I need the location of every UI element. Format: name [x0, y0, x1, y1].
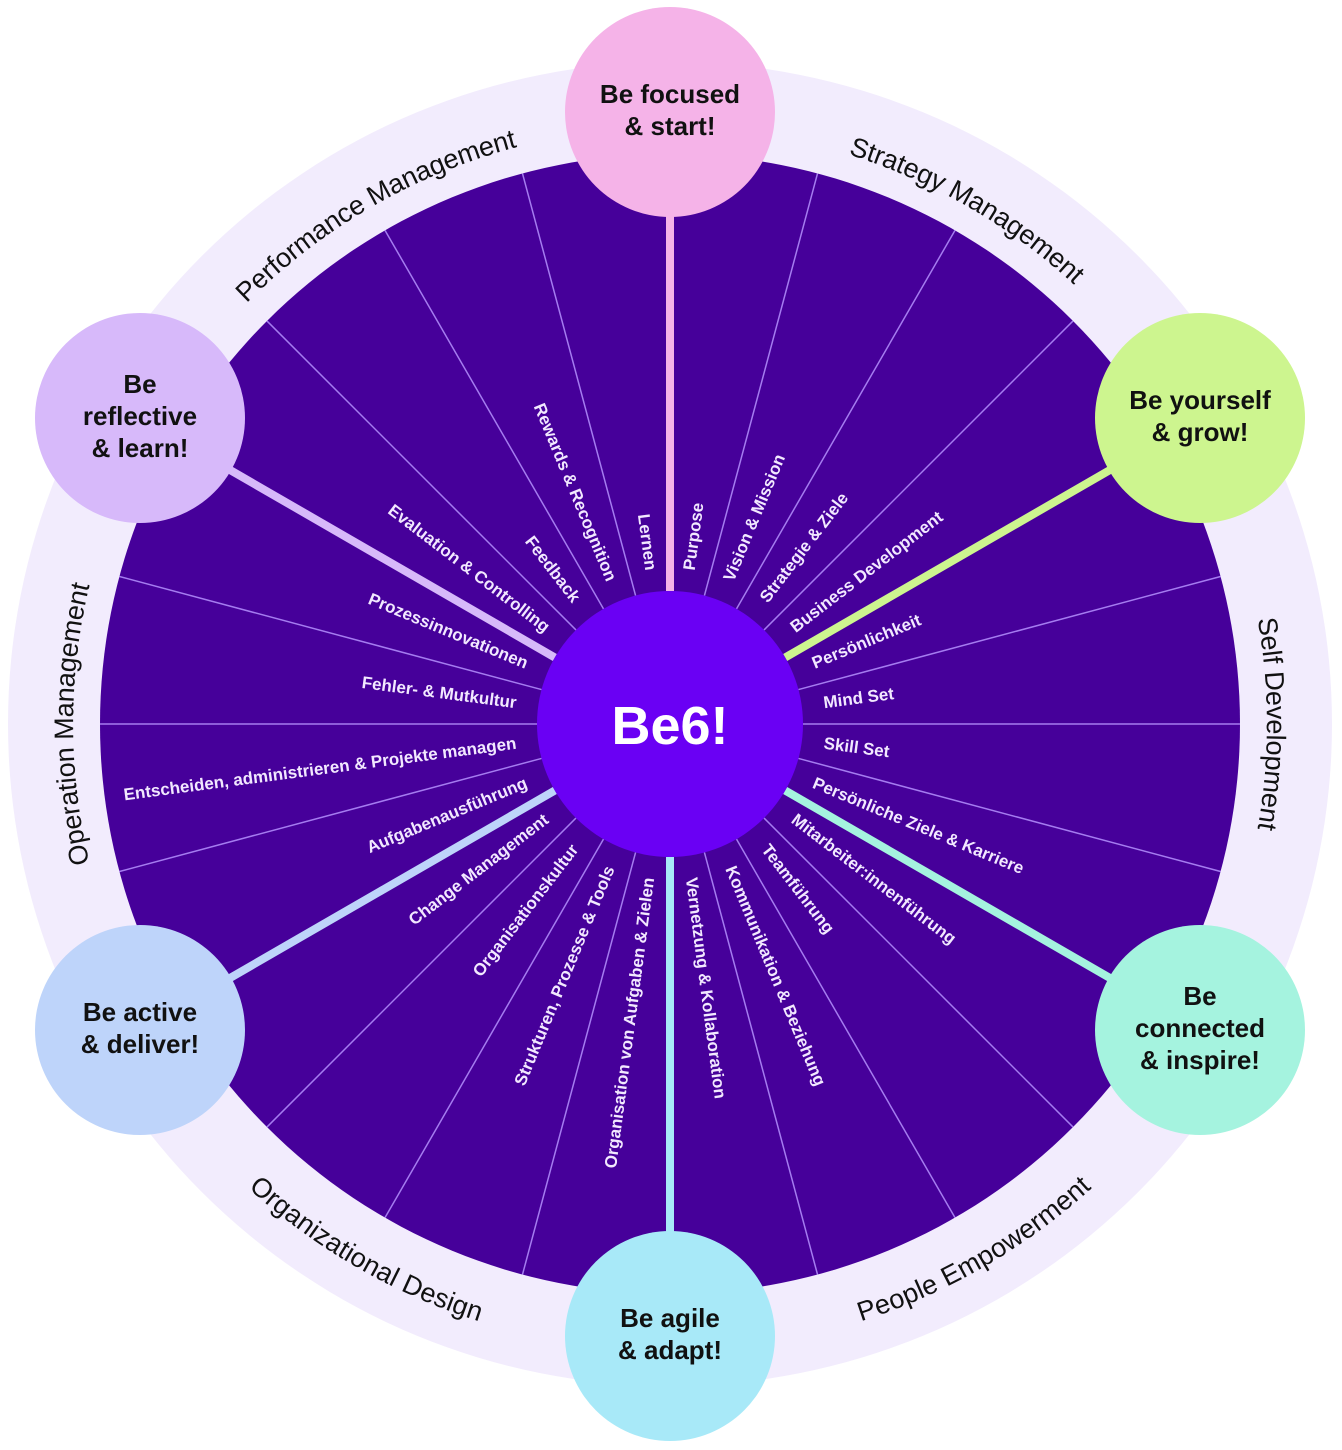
node-label-line: Be agile: [620, 1303, 720, 1333]
slice-divider: [384, 838, 605, 1219]
node-active: Be active& deliver!: [34, 925, 245, 1135]
slice-divider: [763, 320, 1074, 631]
node-label-line: & adapt!: [618, 1335, 722, 1365]
slice-divider: [735, 838, 956, 1219]
slice-dividers: [100, 173, 1240, 1275]
node-label-line: connected: [1135, 1013, 1265, 1043]
slice-divider: [119, 575, 542, 691]
node-label-line: & grow!: [1152, 417, 1249, 447]
node-circle: [1095, 313, 1306, 523]
slice-divider: [798, 757, 1221, 873]
node-label-line: & deliver!: [81, 1029, 200, 1059]
node-circle: [565, 7, 775, 217]
center-label: Be6!: [611, 696, 728, 756]
node-label-line: Be yourself: [1129, 385, 1271, 415]
slice-divider: [703, 852, 819, 1275]
node-label-line: Be: [1183, 981, 1216, 1011]
slice-divider: [119, 757, 542, 873]
node-circle: [34, 925, 245, 1135]
node-label-line: reflective: [83, 401, 197, 431]
center-hub: Be6!: [537, 591, 803, 857]
value-nodes: Be focused& start!Be yourself& grow!Beco…: [34, 7, 1306, 1441]
node-agile: Be agile& adapt!: [565, 1231, 775, 1441]
node-label-line: & start!: [624, 111, 715, 141]
slice-divider: [735, 229, 956, 610]
slice-divider: [521, 173, 637, 596]
slice-divider: [521, 852, 637, 1275]
slice-divider: [266, 817, 577, 1128]
node-yourself: Be yourself& grow!: [1095, 313, 1306, 523]
spoke-connected: [783, 787, 1116, 984]
spoke-reflective: [224, 464, 557, 661]
node-label-line: Be focused: [600, 79, 740, 109]
node-label-line: & learn!: [92, 433, 189, 463]
center-circle: [537, 591, 803, 857]
spoke-yourself: [783, 464, 1116, 661]
slice-divider: [703, 173, 819, 596]
node-circle: [34, 313, 245, 523]
node-focused: Be focused& start!: [565, 7, 775, 217]
slice-divider: [763, 817, 1074, 1128]
slice-divider: [798, 575, 1221, 691]
node-label-line: & inspire!: [1140, 1045, 1260, 1075]
slice-divider: [384, 229, 605, 610]
node-label-line: Be: [123, 369, 156, 399]
node-label-line: Be active: [83, 997, 197, 1027]
node-circle: [565, 1231, 775, 1441]
node-circle: [1095, 925, 1306, 1135]
spoke-active: [224, 787, 557, 984]
slice-divider: [266, 320, 577, 631]
colored-spokes: [224, 212, 1116, 1236]
